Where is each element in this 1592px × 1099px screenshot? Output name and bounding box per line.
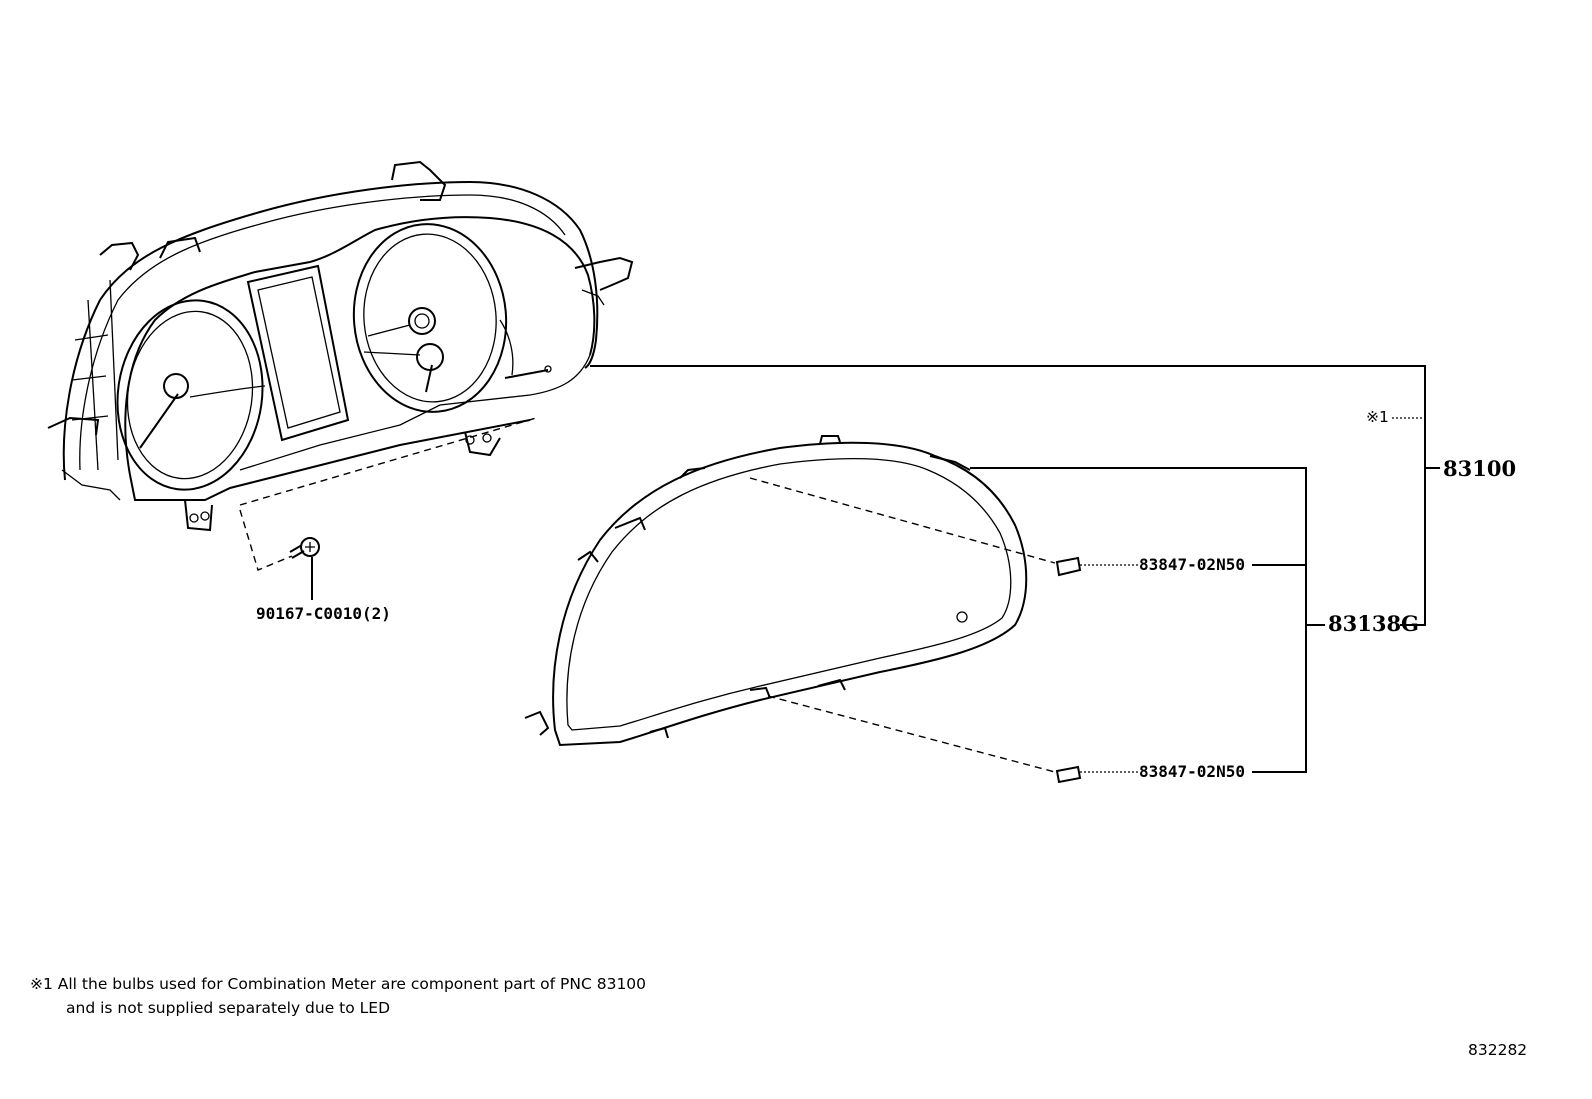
- callout-bracket: [590, 365, 1440, 773]
- clip-bottom: [1055, 765, 1138, 784]
- diagram-id: 832282: [1468, 1041, 1528, 1059]
- footnote-line-1: ※1 All the bulbs used for Combination Me…: [30, 975, 647, 993]
- combination-meter-assembly: [47, 160, 634, 532]
- meter-glass: [524, 435, 1056, 773]
- screw-90167: [239, 509, 320, 600]
- label-screw: 90167-C0010(2): [256, 604, 391, 623]
- clip-top: [1055, 556, 1138, 577]
- label-clip-top: 83847-02N50: [1139, 555, 1245, 574]
- label-83138g: 83138G: [1328, 611, 1419, 636]
- note-marker: ※1: [1366, 408, 1389, 426]
- label-83100: 83100: [1443, 456, 1517, 481]
- label-clip-bottom: 83847-02N50: [1139, 762, 1245, 781]
- footnote-line-2: and is not supplied separately due to LE…: [66, 999, 391, 1017]
